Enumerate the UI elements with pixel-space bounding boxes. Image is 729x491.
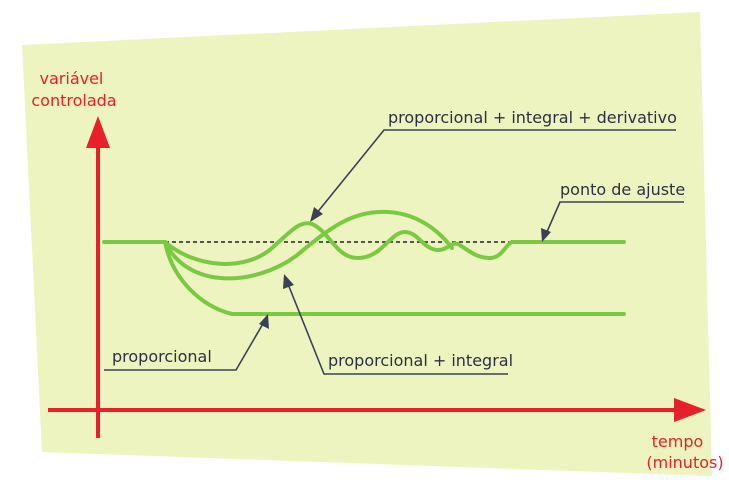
response-curves <box>102 209 626 316</box>
pid-curve <box>163 221 514 266</box>
axes <box>48 116 706 438</box>
proportional-integral-curve <box>163 209 454 281</box>
label-proportional: proporcional <box>112 347 212 366</box>
leader-proportional-arrowhead <box>259 314 269 329</box>
leader-pid <box>315 129 676 215</box>
label-setpoint: ponto de ajuste <box>560 180 685 199</box>
y-axis-arrowhead <box>86 116 110 148</box>
y-axis-label-line-2: controlada <box>31 91 116 110</box>
leader-pi-arrowhead <box>283 274 294 289</box>
x-axis-label-line-2: (minutos) <box>646 453 723 472</box>
leader-pid-arrowhead <box>310 207 323 222</box>
background-panel <box>22 12 712 476</box>
leader-proportional <box>104 321 265 371</box>
label-pid: proporcional + integral + derivativo <box>388 108 677 127</box>
proportional-curve <box>163 240 626 316</box>
x-axis-label: tempo (minutos) <box>646 432 723 472</box>
x-axis-label-line-1: tempo <box>652 432 704 451</box>
x-axis-arrowhead <box>674 398 706 422</box>
leader-lines <box>104 129 684 375</box>
leader-setpoint <box>545 201 684 235</box>
y-axis-label-line-1: variável <box>40 69 104 88</box>
label-proportional-integral: proporcional + integral <box>328 351 513 370</box>
leader-setpoint-arrowhead <box>541 228 551 242</box>
leader-pi <box>287 283 508 375</box>
y-axis-label: variável controlada <box>31 69 116 110</box>
